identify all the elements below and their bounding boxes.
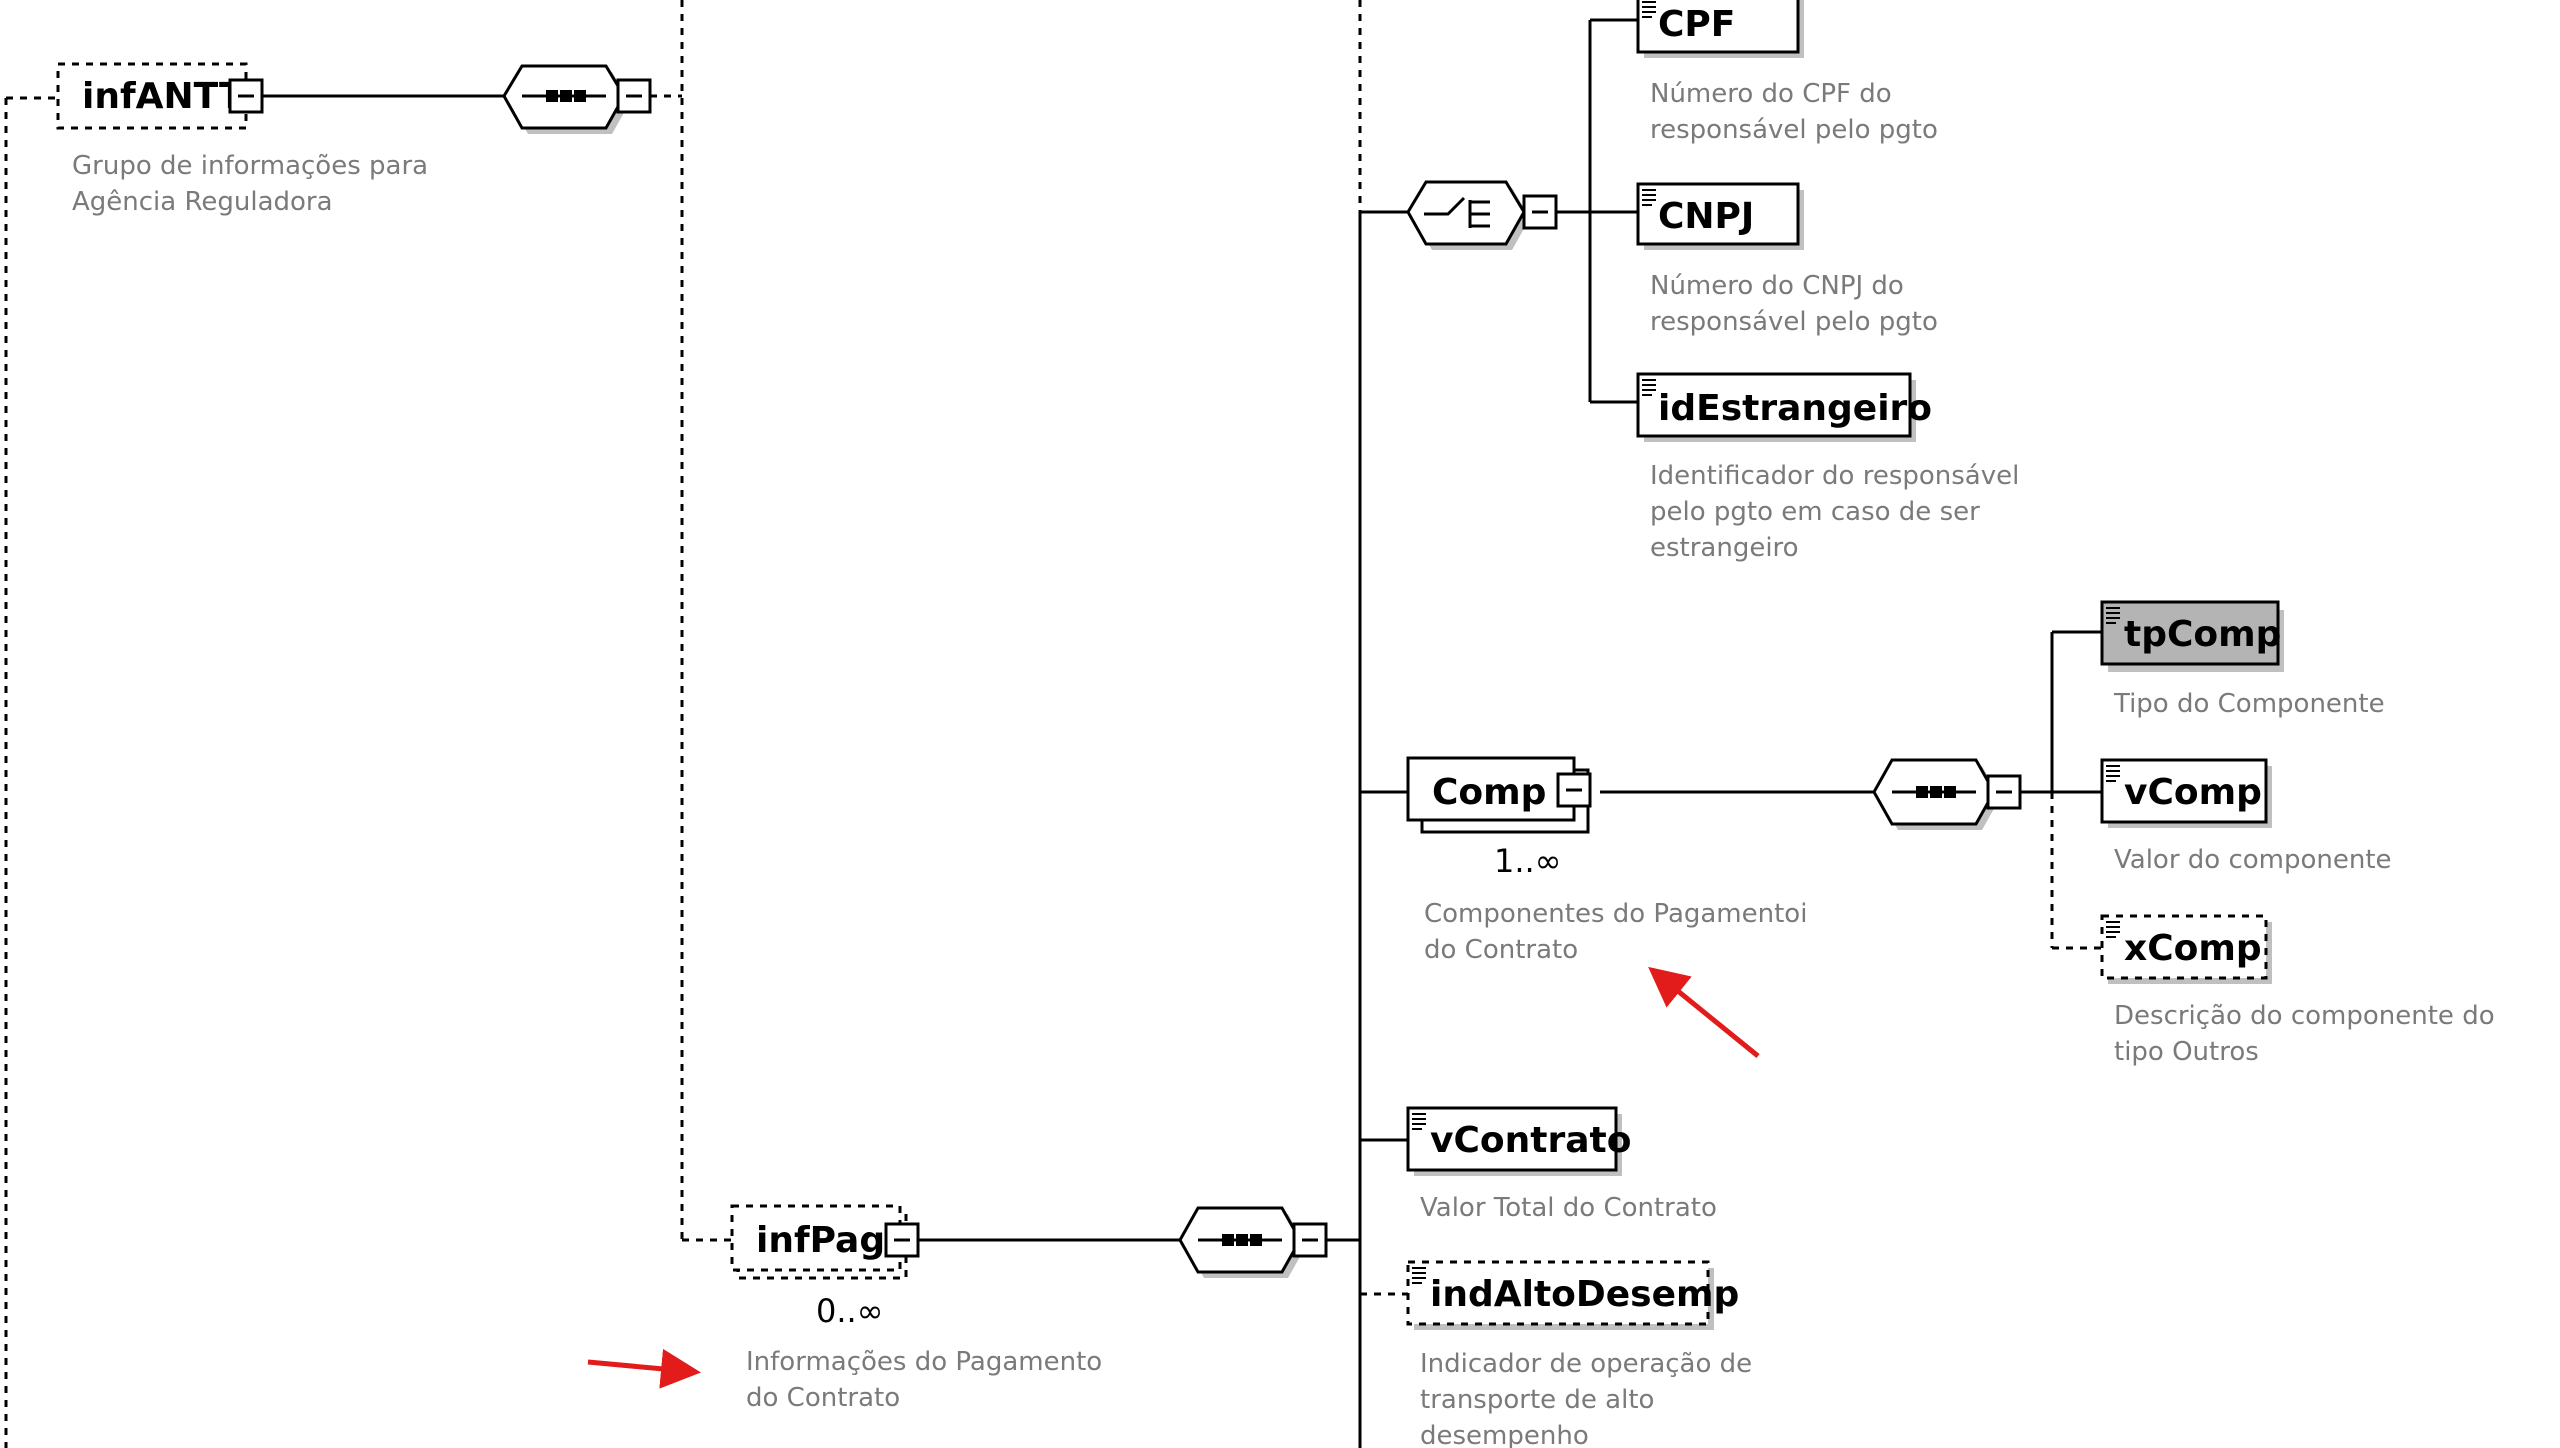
- element-CPF-name: CPF: [1658, 4, 1735, 45]
- element-vComp-description: Valor do componente: [2114, 845, 2392, 875]
- collapse-icon[interactable]: [1292, 1222, 1328, 1258]
- element-infANTT-description: Grupo de informações para Agência Regula…: [72, 151, 436, 217]
- element-tpComp-name: tpComp: [2124, 614, 2281, 655]
- collapse-icon[interactable]: [1522, 194, 1558, 230]
- element-vContrato-name: vContrato: [1430, 1120, 1631, 1161]
- element-idEstrangeiro-description: Identificador do responsável pelo pgto e…: [1650, 461, 2028, 563]
- element-vContrato-description: Valor Total do Contrato: [1420, 1193, 1717, 1223]
- collapse-icon[interactable]: [1986, 774, 2022, 810]
- element-infPag-name: infPag: [756, 1220, 885, 1261]
- element-vComp[interactable]: vComp: [2100, 758, 2272, 828]
- element-tpComp-description: Tipo do Componente: [2113, 689, 2385, 719]
- element-xComp[interactable]: xComp: [2100, 914, 2272, 984]
- collapse-icon[interactable]: [616, 78, 652, 114]
- collapse-icon[interactable]: [884, 1222, 920, 1258]
- element-CPF-description: Número do CPF do responsável pelo pgto: [1650, 79, 1938, 145]
- element-CNPJ[interactable]: CNPJ: [1636, 182, 1804, 250]
- element-infANTT[interactable]: infANTT: [56, 62, 264, 130]
- element-Comp-name: Comp: [1432, 772, 1546, 813]
- element-Comp-description: Componentes do Pagamentoi do Contrato: [1424, 899, 1816, 965]
- element-text-icon: [1412, 1267, 1426, 1284]
- element-CNPJ-description: Número do CNPJ do responsável pelo pgto: [1650, 271, 1938, 337]
- element-infPag[interactable]: infPag: [730, 1204, 920, 1280]
- element-CNPJ-name: CNPJ: [1658, 196, 1754, 237]
- sequence-compositor-icon[interactable]: [502, 64, 652, 134]
- element-indAltoDesemp-description: Indicador de operação de transporte de a…: [1420, 1349, 1760, 1448]
- annotation-arrow-icon: [1648, 966, 1760, 1058]
- connector-lines: [4, 0, 2102, 1448]
- collapse-icon[interactable]: [1556, 772, 1592, 808]
- element-text-icon: [2106, 921, 2120, 938]
- element-text-icon: [1642, 189, 1656, 206]
- element-xComp-name: xComp: [2124, 928, 2262, 969]
- sequence-compositor-icon[interactable]: [1872, 758, 2022, 830]
- element-indAltoDesemp[interactable]: indAltoDesemp: [1406, 1260, 1739, 1330]
- element-Comp[interactable]: Comp: [1406, 756, 1592, 834]
- element-text-icon: [2106, 607, 2120, 624]
- element-idEstrangeiro-name: idEstrangeiro: [1658, 388, 1932, 429]
- element-vComp-name: vComp: [2124, 772, 2262, 813]
- element-infANTT-name: infANTT: [82, 76, 244, 117]
- element-indAltoDesemp-name: indAltoDesemp: [1430, 1274, 1739, 1315]
- element-text-icon: [1642, 1, 1656, 18]
- element-CPF[interactable]: CPF: [1636, 0, 1804, 58]
- element-text-icon: [1412, 1113, 1426, 1130]
- element-tpComp[interactable]: tpComp: [2100, 600, 2284, 672]
- element-idEstrangeiro[interactable]: idEstrangeiro: [1636, 372, 1932, 442]
- element-text-icon: [1642, 379, 1656, 396]
- element-infPag-cardinality: 0..∞: [816, 1292, 883, 1330]
- element-text-icon: [2106, 765, 2120, 782]
- element-xComp-description: Descrição do componente do tipo Outros: [2114, 1001, 2503, 1067]
- element-infPag-description: Informações do Pagamento do Contrato: [746, 1347, 1110, 1413]
- choice-compositor-icon[interactable]: [1406, 180, 1558, 250]
- sequence-compositor-icon[interactable]: [1178, 1206, 1328, 1278]
- collapse-icon[interactable]: [228, 78, 264, 114]
- element-Comp-cardinality: 1..∞: [1494, 842, 1561, 880]
- annotation-arrow-icon: [587, 1348, 701, 1389]
- element-vContrato[interactable]: vContrato: [1406, 1106, 1631, 1176]
